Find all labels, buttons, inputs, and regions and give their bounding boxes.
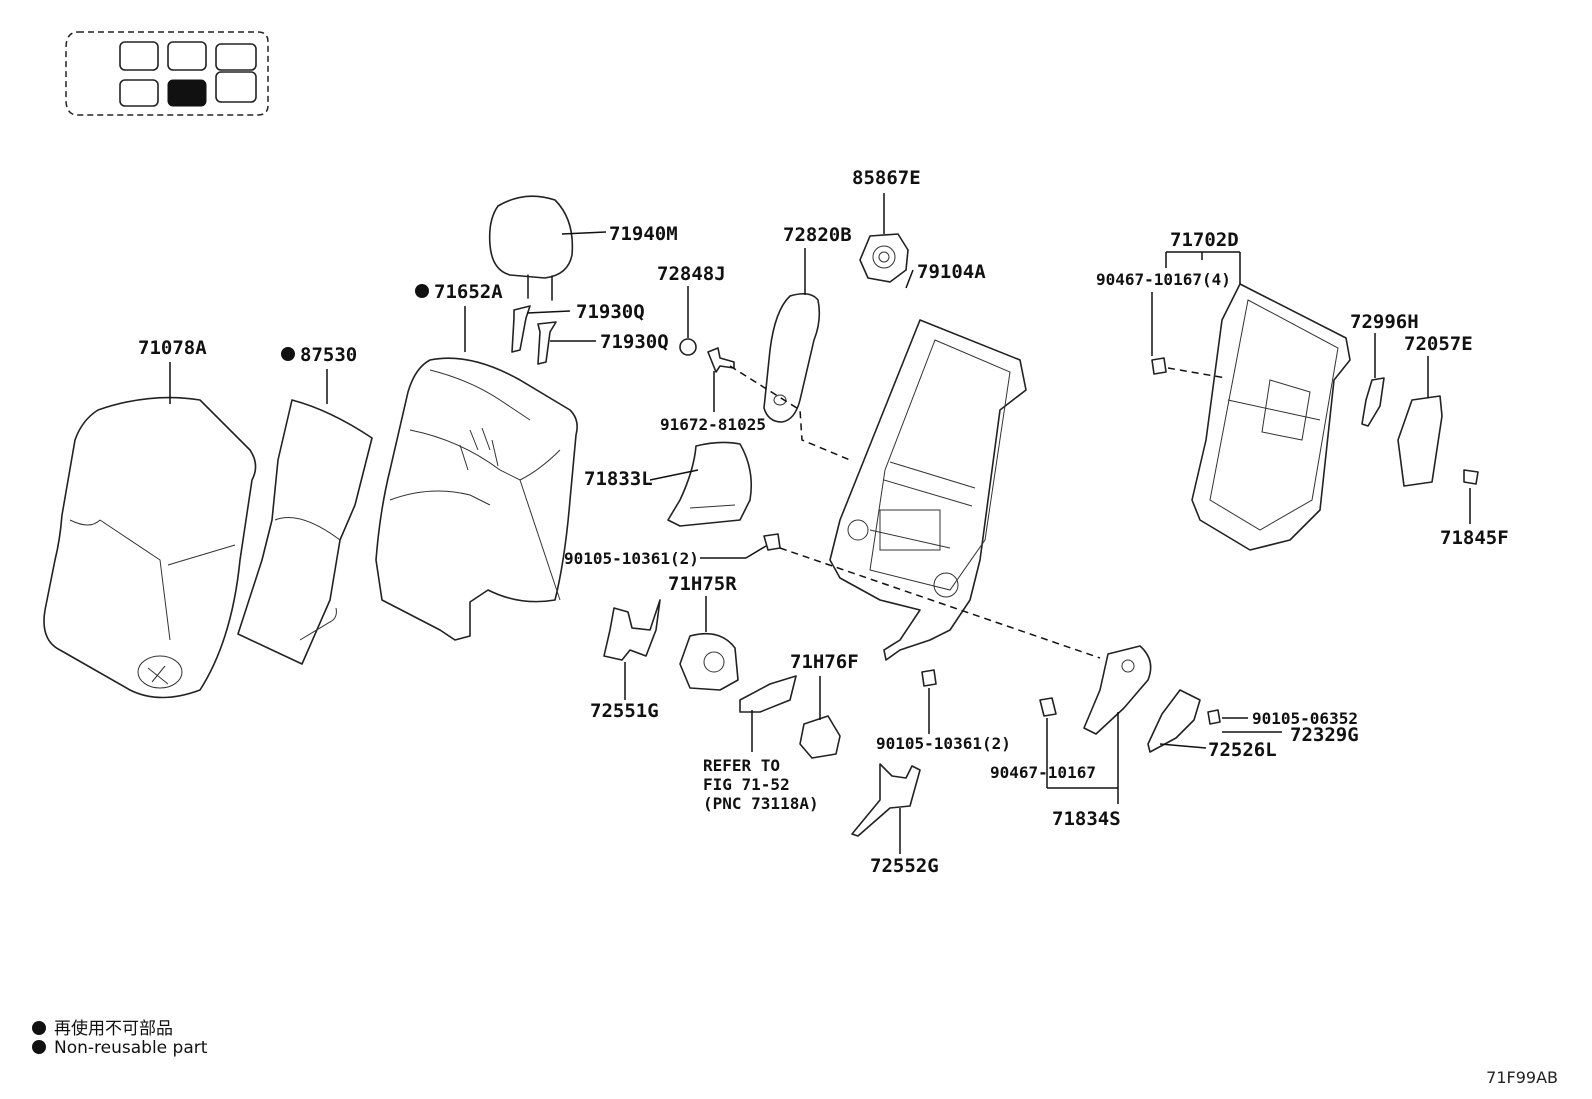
label-72329G: 72329G	[1290, 724, 1359, 746]
label-85867E: 85867E	[852, 167, 921, 189]
non-reusable-marker-71652A	[415, 284, 429, 298]
non-reusable-marker-87530	[281, 347, 295, 361]
label-72848J: 72848J	[657, 263, 726, 285]
legend-japanese: 再使用不可部品	[32, 1014, 173, 1039]
headrest-shape	[488, 195, 574, 301]
bolt-shape-b	[921, 669, 937, 687]
bolt-shape-a	[763, 533, 781, 551]
refer-note-line3: (PNC 73118A)	[703, 794, 819, 813]
label-71940M: 71940M	[609, 223, 678, 245]
small-fastener-shapes	[679, 338, 735, 373]
refer-note-line1: REFER TO	[703, 756, 780, 775]
label-72996H: 72996H	[1350, 311, 1419, 333]
label-71833L: 71833L	[584, 468, 653, 490]
legend-en-text: Non-reusable part	[54, 1038, 208, 1058]
label-90105-10361-a: 90105-10361(2)	[564, 549, 699, 568]
label-72552G: 72552G	[870, 855, 939, 877]
label-72820B: 72820B	[783, 224, 852, 246]
headrest-support-shapes	[511, 305, 557, 365]
label-71652A: 71652A	[434, 281, 503, 303]
bracket-shape-left	[603, 599, 661, 661]
seat-heater-shape	[237, 399, 373, 665]
label-87530: 87530	[300, 344, 357, 366]
recliner-cover-shape	[679, 632, 739, 691]
release-handle-shape	[1147, 689, 1201, 753]
legend-jp-text: 再使用不可部品	[54, 1019, 173, 1039]
clip-shape	[1151, 357, 1167, 375]
side-cover-shape	[667, 441, 753, 527]
legend-dot-icon	[32, 1040, 46, 1054]
guide-lines	[729, 365, 1227, 659]
back-board-shape	[1191, 283, 1351, 551]
label-71H76F: 71H76F	[790, 651, 859, 673]
legend-english: Non-reusable part	[32, 1038, 207, 1058]
screw-shape	[1207, 709, 1221, 725]
reference-part-shape	[739, 675, 797, 713]
label-90105-06352: 90105-06352	[1252, 709, 1358, 728]
label-90467-10167-4: 90467-10167(4)	[1096, 270, 1231, 289]
refer-note-line2: FIG 71-52	[703, 775, 790, 794]
lock-shape	[1397, 395, 1443, 487]
label-71834S: 71834S	[1052, 808, 1121, 830]
figure-id: 71F99AB	[1486, 1068, 1558, 1087]
armrest-pad-shape	[763, 292, 821, 423]
label-72526L: 72526L	[1208, 739, 1277, 761]
bracket-shape-lower	[851, 763, 921, 837]
label-71930Q-a: 71930Q	[576, 301, 645, 323]
lever-shape	[1361, 377, 1385, 427]
label-91672-81025: 91672-81025	[660, 415, 766, 434]
frame-cover-shape	[1083, 645, 1152, 735]
seat-position-locator	[65, 31, 269, 116]
seatback-cover-shape	[375, 357, 578, 641]
seatback-frame-shape	[829, 319, 1027, 661]
label-72551G: 72551G	[590, 700, 659, 722]
recliner-cover-shape-b	[799, 715, 841, 759]
label-71930Q-b: 71930Q	[600, 331, 669, 353]
leader-lines	[169, 193, 1471, 854]
label-90105-10361-b: 90105-10361(2)	[876, 734, 1011, 753]
recliner-gear-shape	[859, 233, 909, 283]
label-79104A: 79104A	[917, 261, 986, 283]
label-71H75R: 71H75R	[668, 573, 737, 595]
cap-shape	[1463, 469, 1479, 485]
label-71078A: 71078A	[138, 337, 207, 359]
label-72057E: 72057E	[1404, 333, 1473, 355]
label-90467-10167: 90467-10167	[990, 763, 1096, 782]
seatback-assembly-shape	[43, 396, 257, 699]
label-71845F: 71845F	[1440, 527, 1509, 549]
legend-dot-icon	[32, 1021, 46, 1035]
clip-shape-b	[1039, 697, 1057, 717]
label-71702D: 71702D	[1170, 229, 1239, 251]
